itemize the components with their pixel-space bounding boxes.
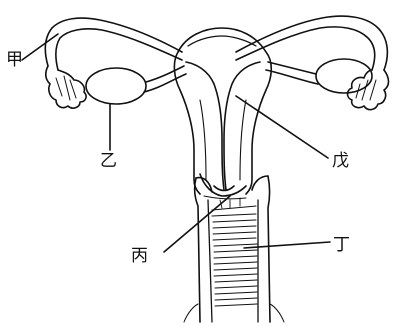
right-ovary — [316, 59, 372, 93]
label-jia: 甲 — [6, 51, 23, 69]
left-ovarian-ligament — [146, 66, 184, 82]
left-ovary — [86, 68, 146, 104]
left-fallopian-tube-inner — [56, 29, 182, 70]
label-yi: 乙 — [100, 152, 117, 170]
left-fallopian-tube — [45, 18, 182, 66]
left-fimbriae — [46, 66, 86, 108]
vagina-left-wall — [195, 178, 200, 322]
uterus-body-left — [174, 52, 200, 194]
vagina-right-wall — [268, 176, 270, 322]
label-ding: 丁 — [333, 236, 350, 254]
leader-line-wu — [236, 96, 328, 158]
right-fimbriae — [348, 70, 389, 110]
label-bing: 丙 — [131, 247, 148, 265]
leader-line-jia — [22, 34, 58, 60]
vaginal-rugae — [212, 206, 257, 306]
leader-line-ding — [244, 242, 330, 248]
label-wu: 戊 — [332, 152, 349, 170]
